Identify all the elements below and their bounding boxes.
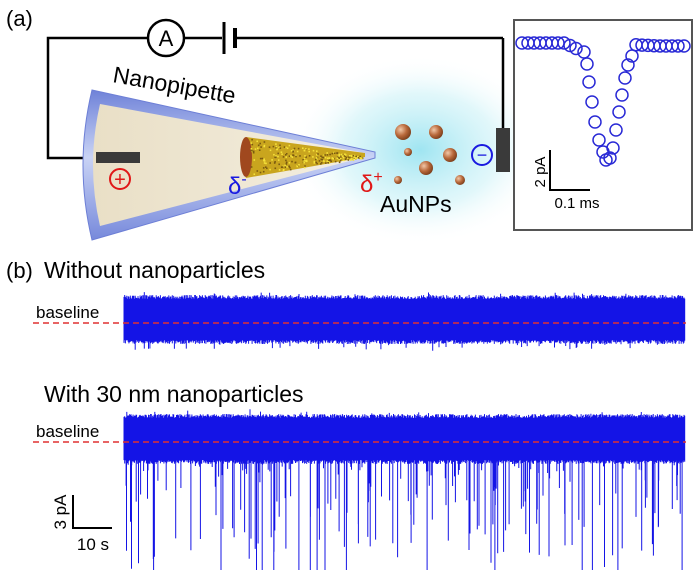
panel-b-label: (b) [6, 258, 33, 283]
trace-scale-x: 10 s [77, 535, 109, 554]
trace1-title: Without nanoparticles [44, 257, 265, 283]
electric-field-glow [290, 55, 550, 245]
nanopipette [82, 89, 376, 241]
pipette-electrode [96, 152, 140, 163]
trace-scale-bar [72, 495, 112, 529]
trace-with-nanoparticles [123, 409, 686, 570]
inset-scale-y: 2 pA [532, 157, 549, 188]
panel-a-label: (a) [6, 6, 33, 31]
delta-negative: δ- [228, 171, 247, 200]
inset-scale-bar [549, 150, 590, 191]
aunps-label: AuNPs [380, 191, 452, 217]
minus-symbol: − [477, 145, 488, 165]
gold-filling-edge [240, 137, 252, 177]
plus-symbol: + [114, 169, 126, 191]
plus-icon [109, 168, 131, 190]
external-electrode [496, 128, 510, 172]
delta-positive: δ+ [360, 169, 383, 198]
inset-event-markers [515, 36, 691, 167]
inset-scale-x: 0.1 ms [554, 195, 599, 212]
ammeter-icon [146, 18, 186, 58]
trace-without-nanoparticles [123, 292, 686, 351]
battery-icon [222, 22, 237, 54]
ammeter-symbol: A [159, 26, 174, 51]
gold-speckles [250, 138, 364, 175]
gold-nanoparticles [394, 124, 465, 185]
minus-icon [471, 144, 493, 166]
trace2-title: With 30 nm nanoparticles [44, 381, 304, 407]
baseline2-label: baseline [36, 422, 99, 441]
trace-scale-y: 3 pA [51, 494, 70, 530]
inset-box [513, 19, 693, 231]
baseline1-label: baseline [36, 303, 99, 322]
